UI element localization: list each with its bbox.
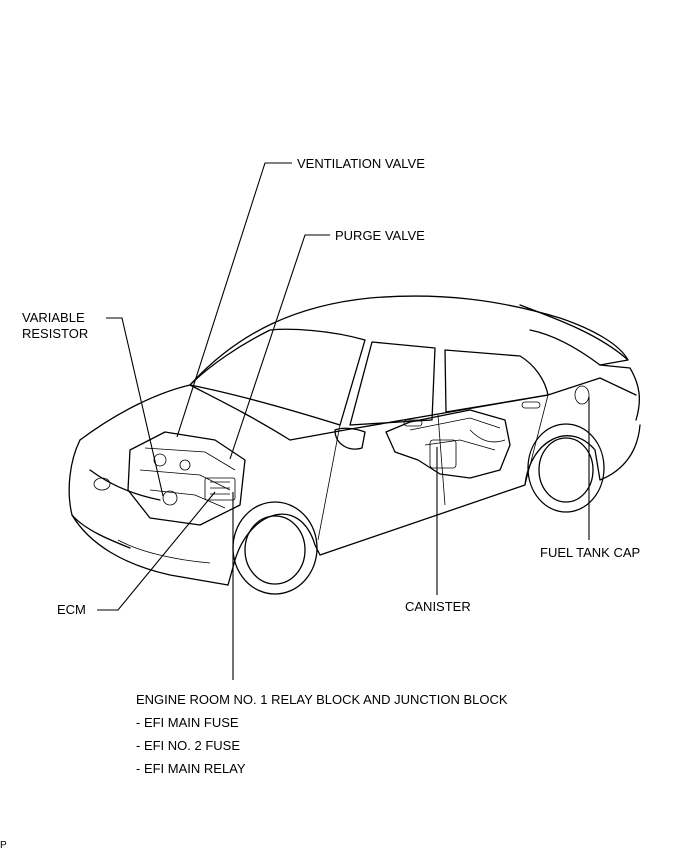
- efi-no2-fuse-label: - EFI NO. 2 FUSE: [136, 738, 241, 753]
- canister-label: CANISTER: [405, 599, 471, 614]
- relay-block-label: ENGINE ROOM NO. 1 RELAY BLOCK AND JUNCTI…: [136, 692, 508, 707]
- purge-valve-label: PURGE VALVE: [335, 228, 425, 243]
- leader-lines: [97, 162, 590, 680]
- car-body: [68, 295, 641, 586]
- ventilation-valve-label: VENTILATION VALVE: [297, 156, 425, 171]
- efi-main-relay-label: - EFI MAIN RELAY: [136, 761, 246, 776]
- variable-resistor-label-line1: VARIABLE: [22, 310, 85, 325]
- canister-assembly: [385, 409, 511, 479]
- corner-mark: P: [0, 840, 7, 851]
- wheels: [232, 423, 605, 595]
- ecm-label: ECM: [57, 602, 86, 617]
- fuel-tank-cap-label: FUEL TANK CAP: [540, 545, 641, 560]
- variable-resistor-label-line2: RESISTOR: [22, 326, 89, 341]
- efi-main-fuse-label: - EFI MAIN FUSE: [136, 715, 239, 730]
- engine-assembly: [127, 431, 246, 526]
